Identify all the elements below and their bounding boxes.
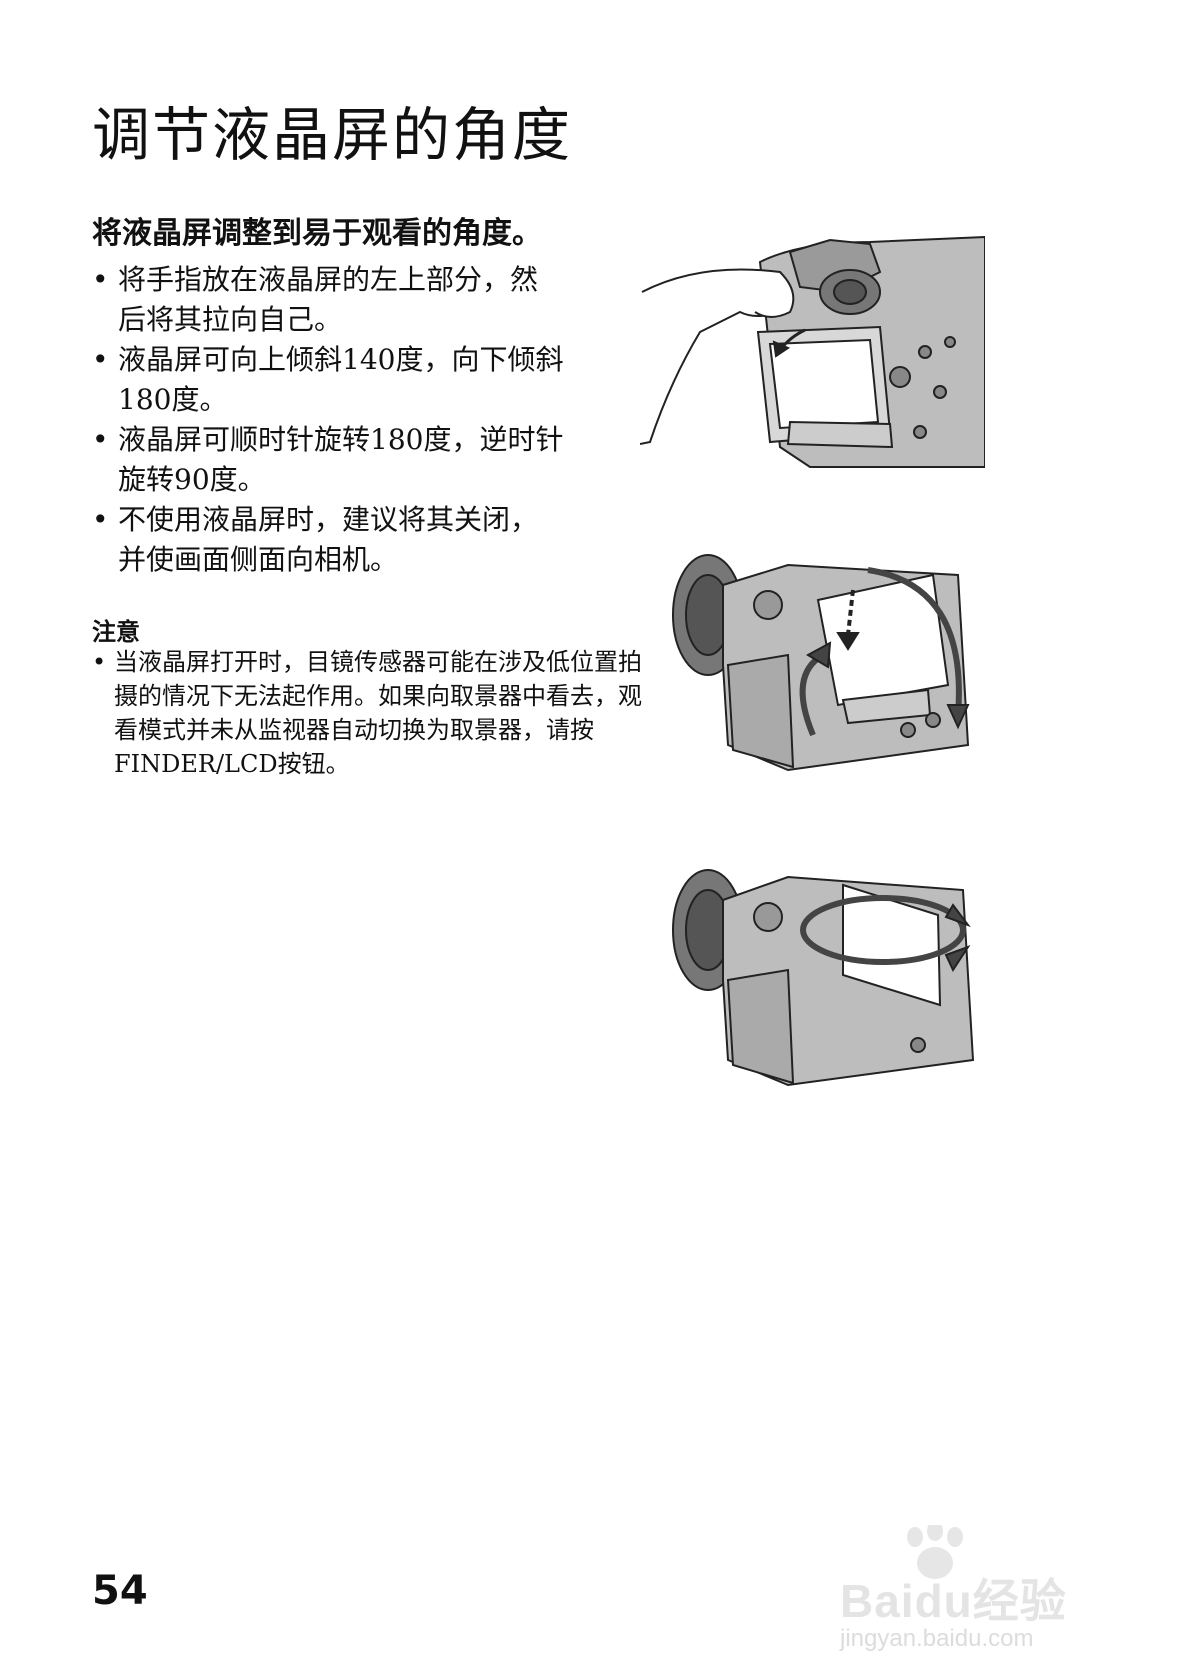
watermark-url: jingyan.baidu.com [840, 1625, 1034, 1652]
watermark: Baidu经验 jingyan.baidu.com [840, 1525, 1140, 1665]
instruction-item: 液晶屏可顺时针旋转180度，逆时针 旋转90度。 [92, 420, 652, 500]
page-number: 54 [92, 1568, 148, 1614]
camera-rotate-screen-illustration [672, 869, 975, 1087]
page-title: 调节液晶屏的角度 [92, 101, 573, 169]
camera-tilt-screen-illustration [672, 554, 970, 772]
note-heading: 注意 [92, 618, 140, 646]
camera-pull-screen-illustration [640, 235, 985, 468]
instruction-item: 液晶屏可向上倾斜140度，向下倾斜 180度。 [92, 340, 652, 420]
note-text: 当液晶屏打开时，目镜传感器可能在涉及低位置拍摄的情况下无法起作用。如果向取景器中… [92, 645, 652, 781]
watermark-logo: Baidu经验 [840, 1575, 1067, 1627]
instruction-list: 将手指放在液晶屏的左上部分，然 后将其拉向自己。 液晶屏可向上倾斜140度，向下… [92, 260, 652, 580]
instruction-item: 不使用液晶屏时，建议将其关闭， 并使画面侧面向相机。 [92, 500, 652, 580]
paw-logo-icon [907, 1525, 963, 1579]
section-subheading: 将液晶屏调整到易于观看的角度。 [92, 216, 542, 251]
note-list: 当液晶屏打开时，目镜传感器可能在涉及低位置拍摄的情况下无法起作用。如果向取景器中… [92, 645, 652, 781]
instruction-item: 将手指放在液晶屏的左上部分，然 后将其拉向自己。 [92, 260, 652, 340]
